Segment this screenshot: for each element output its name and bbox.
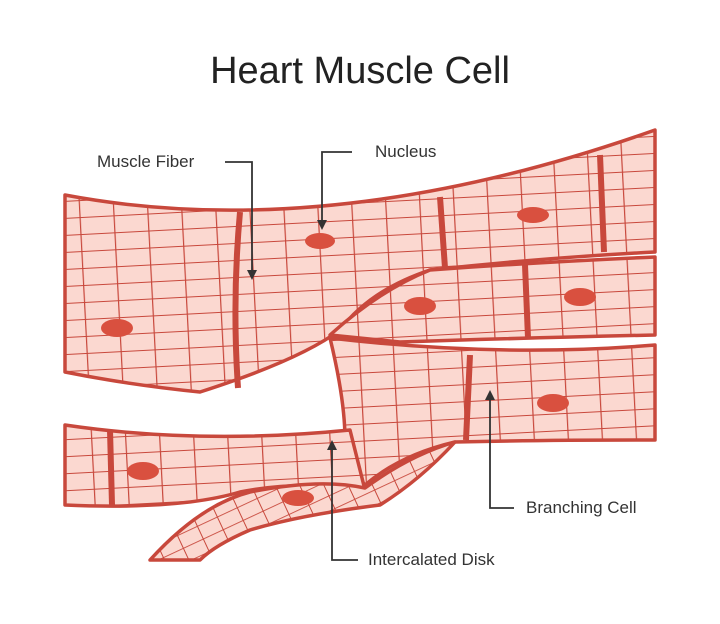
nucleus [101, 319, 133, 337]
nucleus [404, 297, 436, 315]
arrowhead-icon [317, 220, 327, 230]
arrowhead-icon [485, 390, 495, 400]
nucleus [127, 462, 159, 480]
nuclei [101, 207, 596, 506]
nucleus [517, 207, 549, 223]
muscle-fiber-middle [328, 255, 657, 344]
nucleus [564, 288, 596, 306]
diagram-title: Heart Muscle Cell [210, 50, 510, 92]
label-muscle-fiber: Muscle Fiber [97, 152, 195, 171]
muscle-fiber-pointer [225, 161, 253, 272]
arrowhead-icon [247, 270, 257, 280]
intercalated-disks [107, 154, 607, 506]
label-intercalated-disk: Intercalated Disk [368, 550, 495, 569]
nucleus-pointer [321, 151, 352, 222]
label-nucleus: Nucleus [375, 142, 437, 161]
nucleus [305, 233, 335, 249]
intercalated-disk-pointer [331, 448, 358, 561]
branching-cell-pointer [489, 398, 514, 509]
nucleus [537, 394, 569, 412]
muscle-fiber-lower-right [328, 336, 657, 487]
nucleus [282, 490, 314, 506]
arrowhead-icon [327, 440, 337, 450]
label-branching-cell: Branching Cell [526, 498, 637, 517]
